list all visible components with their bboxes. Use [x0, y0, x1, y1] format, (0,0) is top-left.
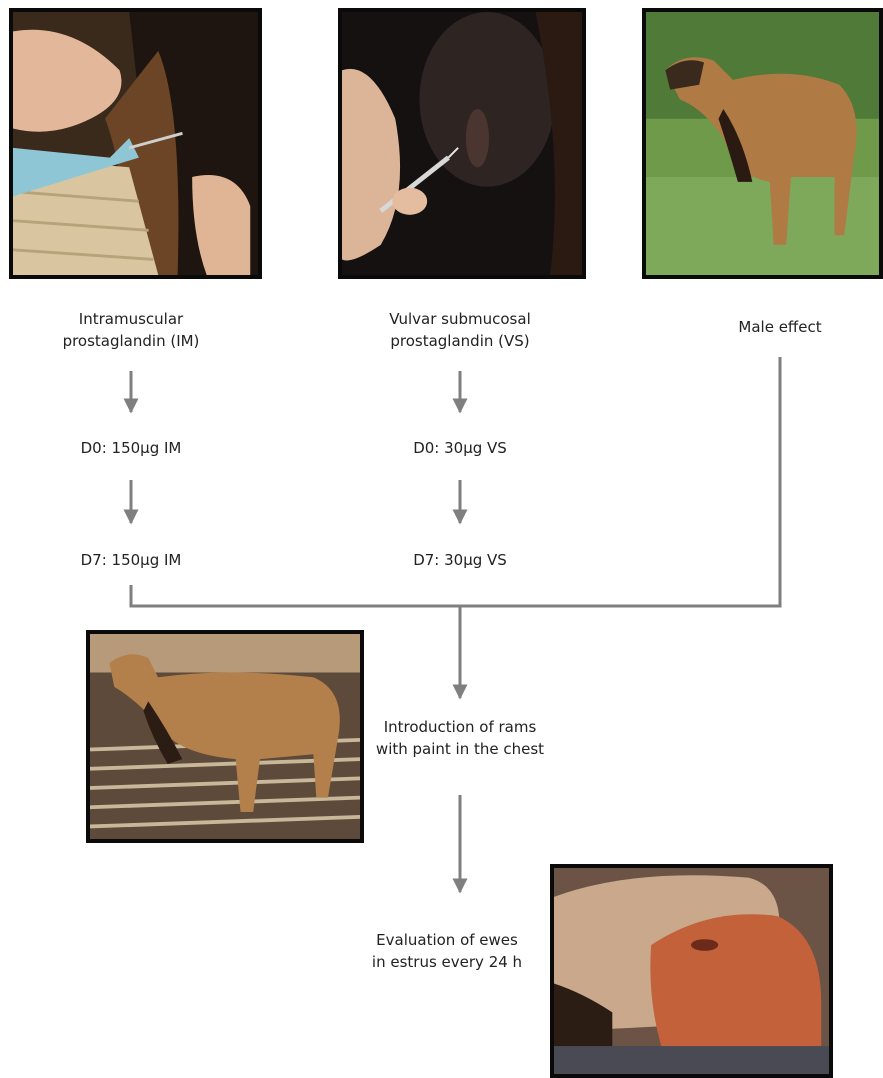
photo-rams-introduced	[86, 630, 364, 843]
label-im-d0: D0: 150µg IM	[51, 437, 211, 459]
photo-im-injection	[9, 8, 262, 279]
photo-ewes-marked	[550, 864, 833, 1078]
vs-injection-image	[342, 12, 582, 275]
ram-grass-image	[646, 12, 879, 275]
ewes-marked-image	[554, 868, 829, 1074]
label-vs-d7: D7: 30µg VS	[370, 549, 550, 571]
label-vs-d0: D0: 30µg VS	[370, 437, 550, 459]
label-evaluation-of-ewes: Evaluation of ewes in estrus every 24 h	[352, 929, 542, 973]
rams-introduced-image	[90, 634, 360, 839]
im-injection-image	[13, 12, 258, 275]
label-im-prostaglandin: Intramuscular prostaglandin (IM)	[51, 308, 211, 352]
photo-vs-injection	[338, 8, 586, 279]
label-introduction-of-rams: Introduction of rams with paint in the c…	[360, 716, 560, 760]
photo-ram-grass	[642, 8, 883, 279]
label-im-d7: D7: 150µg IM	[51, 549, 211, 571]
label-vs-prostaglandin: Vulvar submucosal prostaglandin (VS)	[370, 308, 550, 352]
label-male-effect: Male effect	[700, 316, 860, 338]
